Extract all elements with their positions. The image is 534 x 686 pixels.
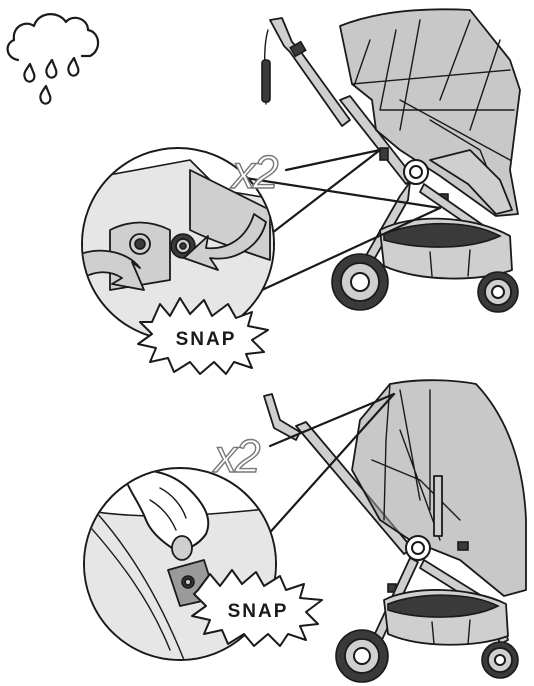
multiplier-label-1: x2 [230, 146, 278, 198]
wheel-rear-2 [482, 642, 518, 678]
wheel-front [332, 254, 388, 310]
snap-label-2: SNAP [228, 601, 289, 622]
wheel-rear [478, 272, 518, 312]
snap-label-1: SNAP [176, 329, 237, 350]
multiplier-label-2: x2 [212, 430, 260, 482]
stroller-1 [262, 9, 520, 312]
wheel-front-2 [336, 630, 388, 682]
detail-circle-2 [84, 468, 276, 680]
rain-cloud-icon [8, 14, 98, 103]
